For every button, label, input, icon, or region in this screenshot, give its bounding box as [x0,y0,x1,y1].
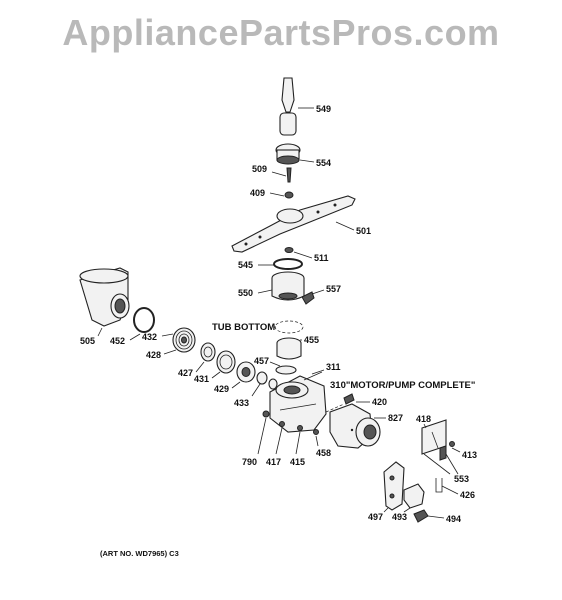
label-427: 427 [178,368,193,378]
label-557: 557 [326,284,341,294]
part-557-clip[interactable] [301,291,315,305]
label-452: 452 [110,336,125,346]
label-501: 501 [356,226,371,236]
part-497-bracket[interactable] [383,461,405,511]
part-494-connector[interactable] [413,509,429,523]
label-tub-bottom: TUB BOTTOM [212,322,275,333]
label-409: 409 [250,188,265,198]
label-433: 433 [234,398,249,408]
label-553: 553 [454,474,469,484]
part-409-bearing[interactable] [284,191,294,199]
part-429-impeller[interactable] [236,361,256,383]
part-417-screw[interactable] [279,421,285,427]
label-458: 458 [316,448,331,458]
label-509: 509 [252,164,267,174]
part-457-gasket[interactable] [275,365,297,375]
part-493-terminal-block[interactable] [403,483,425,509]
label-motor-pump-complete: 310"MOTOR/PUMP COMPLETE" [330,380,475,391]
watermark-text: AppliancePartsPros.com [62,12,500,53]
part-550-housing[interactable] [271,271,305,301]
part-427-plate[interactable] [200,342,216,362]
label-457: 457 [254,356,269,366]
label-420: 420 [372,397,387,407]
part-428-spring[interactable] [172,327,196,353]
tub-bottom-outline [274,320,304,334]
part-545-o-ring[interactable] [273,258,303,270]
part-415-screw[interactable] [297,425,303,431]
label-426: 426 [460,490,475,500]
part-433-washer[interactable] [256,371,278,390]
label-505: 505 [80,336,95,346]
label-549: 549 [316,104,331,114]
label-497: 497 [368,512,383,522]
part-458-screw[interactable] [313,429,319,435]
label-415: 415 [290,457,305,467]
label-493: 493 [392,512,407,522]
part-790-screw[interactable] [262,410,270,418]
part-420-bracket[interactable] [343,393,355,405]
label-418: 418 [416,414,431,424]
label-550: 550 [238,288,253,298]
label-455: 455 [304,335,319,345]
part-413-screw[interactable] [449,441,455,447]
leader-lines [97,107,461,519]
label-494: 494 [446,514,461,524]
label-432: 432 [142,332,157,342]
part-553-clip[interactable] [439,445,447,461]
part-455-seal[interactable] [276,337,302,360]
part-431-impeller-housing[interactable] [216,350,236,374]
part-509-pin[interactable] [286,167,292,183]
part-452-clamp[interactable] [133,307,155,333]
label-429: 429 [214,384,229,394]
label-554: 554 [316,158,331,168]
art-number: (ART NO. WD7965) C3 [100,549,179,558]
label-431: 431 [194,374,209,384]
label-790: 790 [242,457,257,467]
part-554-nut[interactable] [275,143,301,165]
part-549-spray-tower[interactable] [279,77,297,136]
part-501-spray-arm[interactable] [231,195,356,253]
part-511-washer[interactable] [284,247,294,253]
part-426-clip[interactable] [435,478,443,493]
label-413: 413 [462,450,477,460]
part-311-pump-body[interactable] [269,371,327,433]
label-511: 511 [314,253,329,263]
label-545: 545 [238,260,253,270]
label-428: 428 [146,350,161,360]
part-827-motor[interactable] [325,403,381,449]
label-827: 827 [388,413,403,423]
part-505-drain-housing[interactable] [79,267,130,327]
label-311: 311 [326,362,341,372]
label-417: 417 [266,457,281,467]
